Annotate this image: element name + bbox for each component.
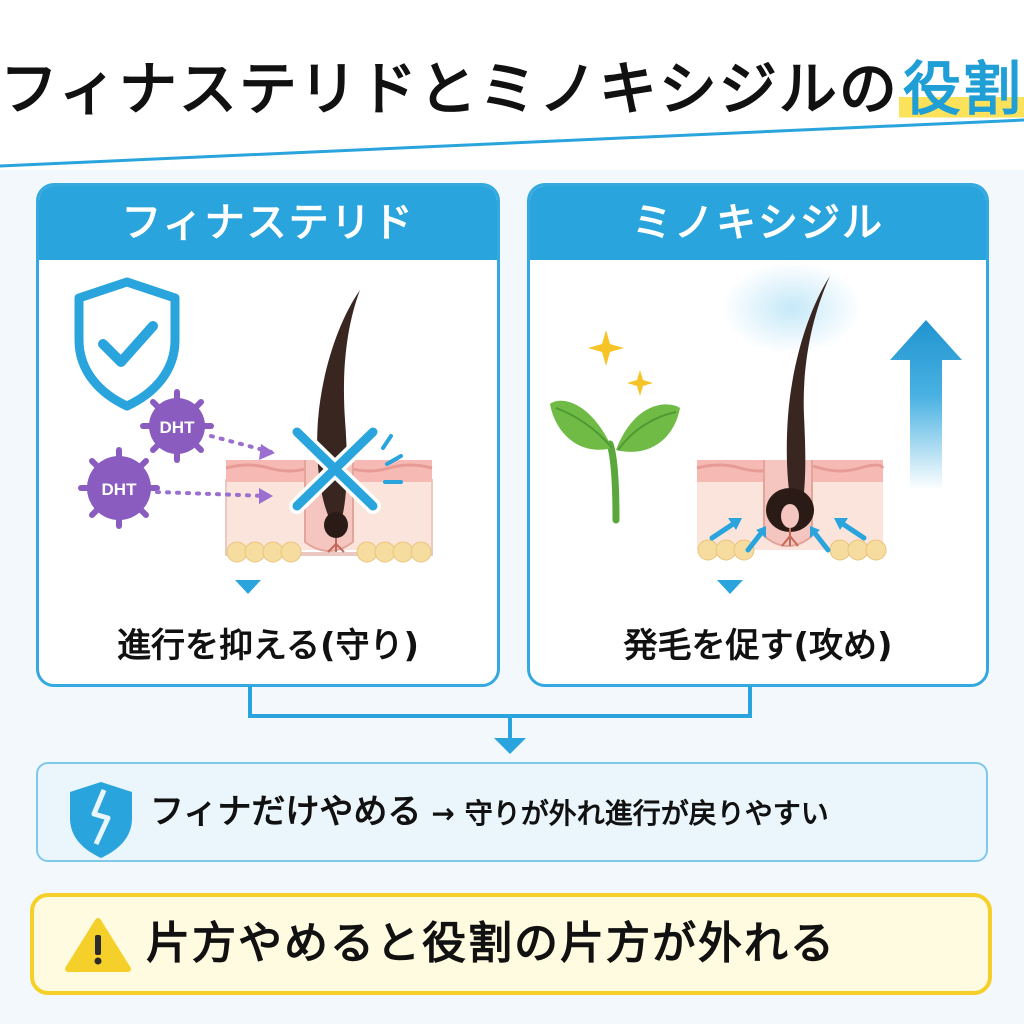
warning-result: 守りが外れ進行が戻りやすい	[464, 797, 829, 830]
warning-triangle-icon	[65, 918, 131, 972]
finasteride-illustration: DHT DHT	[74, 277, 433, 594]
finasteride-panel: フィナステリド	[36, 183, 500, 687]
sprout-icon	[550, 400, 680, 524]
title-main: フィナステリドとミノキシジルの	[0, 55, 899, 123]
impact-lines	[381, 434, 403, 484]
finasteride-header: フィナステリド	[39, 186, 497, 260]
glow-effect	[722, 262, 862, 354]
hair-strand	[766, 276, 830, 547]
minoxidil-caption: 発毛を促す(攻め)	[623, 626, 893, 666]
dht-arrowheads	[259, 444, 275, 504]
sparkle-icon	[588, 330, 653, 396]
title-highlight: 役割	[898, 55, 1024, 123]
up-arrow-icon	[890, 320, 962, 490]
dht-molecule: DHT	[140, 389, 214, 463]
minoxidil-header: ミノキシジル	[530, 186, 986, 260]
inward-arrows	[709, 519, 867, 553]
inward-arrowheads	[728, 518, 848, 538]
finasteride-caption: 進行を抑える(守り)	[116, 626, 420, 666]
cross-mark-icon	[289, 424, 381, 514]
shield-check-icon	[74, 277, 180, 411]
minoxidil-panel: ミノキシジル	[527, 183, 989, 687]
panel-connector	[248, 686, 752, 754]
down-triangle-icon	[235, 580, 261, 594]
broken-shield-icon	[70, 782, 132, 858]
dht-label-1: DHT	[160, 418, 196, 437]
dht-label-2: DHT	[102, 480, 138, 499]
warning-text: フィナだけやめる → 守りが外れ進行が戻りやすい	[150, 764, 829, 862]
warning-lead: フィナだけやめる	[150, 792, 422, 832]
finasteride-stop-warning: フィナだけやめる → 守りが外れ進行が戻りやすい	[36, 762, 988, 862]
alert-box: 片方やめると役割の片方が外れる	[30, 893, 992, 995]
down-triangle-icon	[717, 580, 743, 594]
minoxidil-illustration	[550, 262, 962, 594]
alert-text: 片方やめると役割の片方が外れる	[146, 918, 836, 969]
page-title: フィナステリドとミノキシジルの役割	[0, 42, 1024, 126]
dht-molecule: DHT	[78, 447, 160, 529]
warning-arrow: →	[431, 797, 455, 830]
title-divider	[0, 118, 1024, 168]
